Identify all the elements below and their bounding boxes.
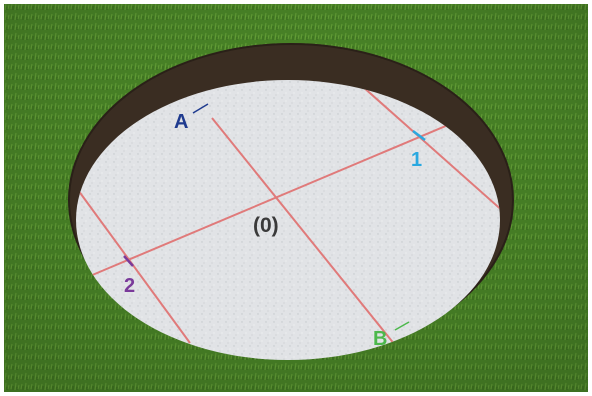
line-1-2: [89, 124, 449, 277]
label-a: A: [174, 111, 188, 133]
tick-b: [394, 321, 410, 331]
edge-line-right: [352, 80, 500, 214]
pit-gravel-floor: [76, 80, 500, 360]
tick-2: [123, 255, 134, 267]
label-b: B: [373, 328, 387, 350]
tick-a: [192, 103, 209, 114]
label-center: (0): [253, 214, 279, 237]
label-1: 1: [411, 149, 422, 171]
reference-lines: [77, 80, 500, 346]
tick-1: [412, 130, 426, 141]
edge-line-left: [77, 189, 191, 344]
line-a-b: [211, 117, 396, 346]
label-2: 2: [124, 275, 135, 297]
